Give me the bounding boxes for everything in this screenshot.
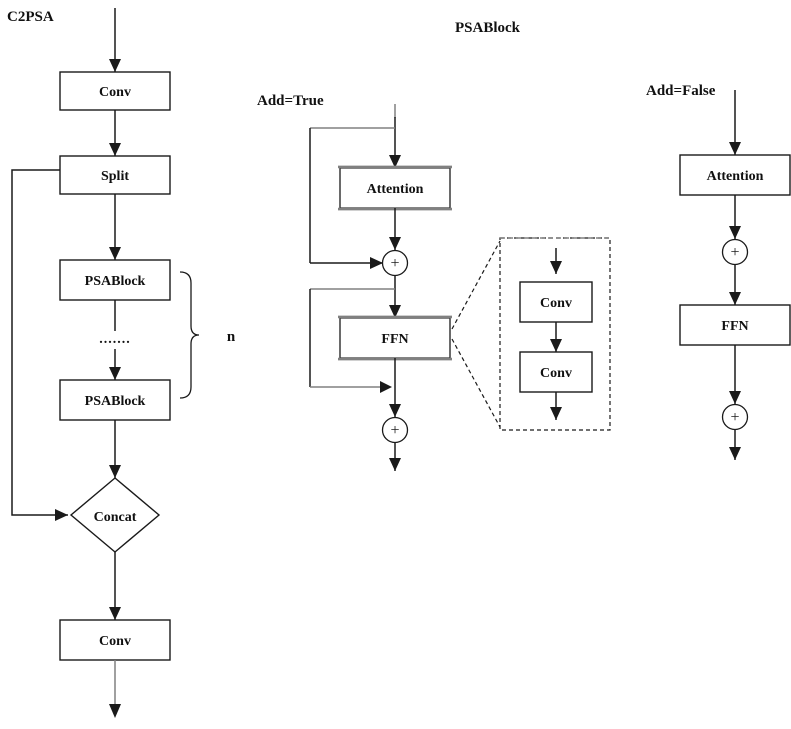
add-false-label: Add=False (646, 83, 716, 99)
attention-label: Attention (367, 182, 424, 197)
ffn-box (339, 317, 451, 359)
add1-node (721, 238, 749, 266)
ffn-box (679, 304, 791, 346)
c2psa-split-label: Split (101, 169, 129, 184)
c2psa-conv-top-label: Conv (99, 85, 131, 100)
plus-icon: + (390, 422, 399, 439)
c2psa-psablock2-label: PSABlock (85, 394, 146, 409)
c2psa-psablock2-box (59, 379, 171, 421)
c2psa-concat-label: Concat (94, 510, 137, 525)
c2psa-psablock1-box (59, 259, 171, 301)
repeat-ellipsis: ....... (99, 332, 131, 347)
c2psa-conv-bottom-label: Conv (99, 634, 131, 649)
psablock-add-true-flowchart: PSABlock Add=True Attention + FFN + (257, 20, 521, 471)
ffn-conv1-label: Conv (540, 296, 572, 311)
c2psa-flowchart: C2PSA Conv Split PSABlock ....... PSABlo… (7, 8, 236, 718)
ffn-label: FFN (381, 332, 408, 347)
attention-label: Attention (707, 169, 764, 184)
add2-node (721, 403, 749, 431)
plus-icon: + (730, 244, 739, 261)
attention-box (339, 167, 451, 209)
ffn-conv2-label: Conv (540, 366, 572, 381)
ffn-detail-callout: Conv Conv (451, 237, 611, 431)
c2psa-split-box (59, 155, 171, 195)
add2-node (381, 416, 409, 444)
add-true-label: Add=True (257, 93, 324, 109)
bypass-connector (11, 169, 68, 521)
plus-icon: + (390, 255, 399, 272)
plus-icon: + (730, 409, 739, 426)
repeat-brace (179, 271, 200, 399)
callout-line (451, 338, 501, 428)
psablock-title: PSABlock (455, 20, 521, 36)
psablock-add-false-flowchart: Add=False Attention + FFN + (646, 83, 791, 460)
ffn-label: FFN (721, 319, 748, 334)
ffn-detail-frame (499, 237, 611, 431)
c2psa-psablock1-label: PSABlock (85, 274, 146, 289)
attention-box (679, 154, 791, 196)
ffn-conv2-box (519, 351, 593, 393)
repeat-count-label: n (227, 329, 236, 345)
ffn-conv1-box (519, 281, 593, 323)
add1-node (381, 249, 409, 277)
output-arrowhead (109, 704, 121, 718)
c2psa-conv-bottom-box (59, 619, 171, 661)
c2psa-title: C2PSA (7, 9, 54, 25)
skip2-arrowhead (380, 381, 392, 393)
callout-line (451, 240, 501, 330)
